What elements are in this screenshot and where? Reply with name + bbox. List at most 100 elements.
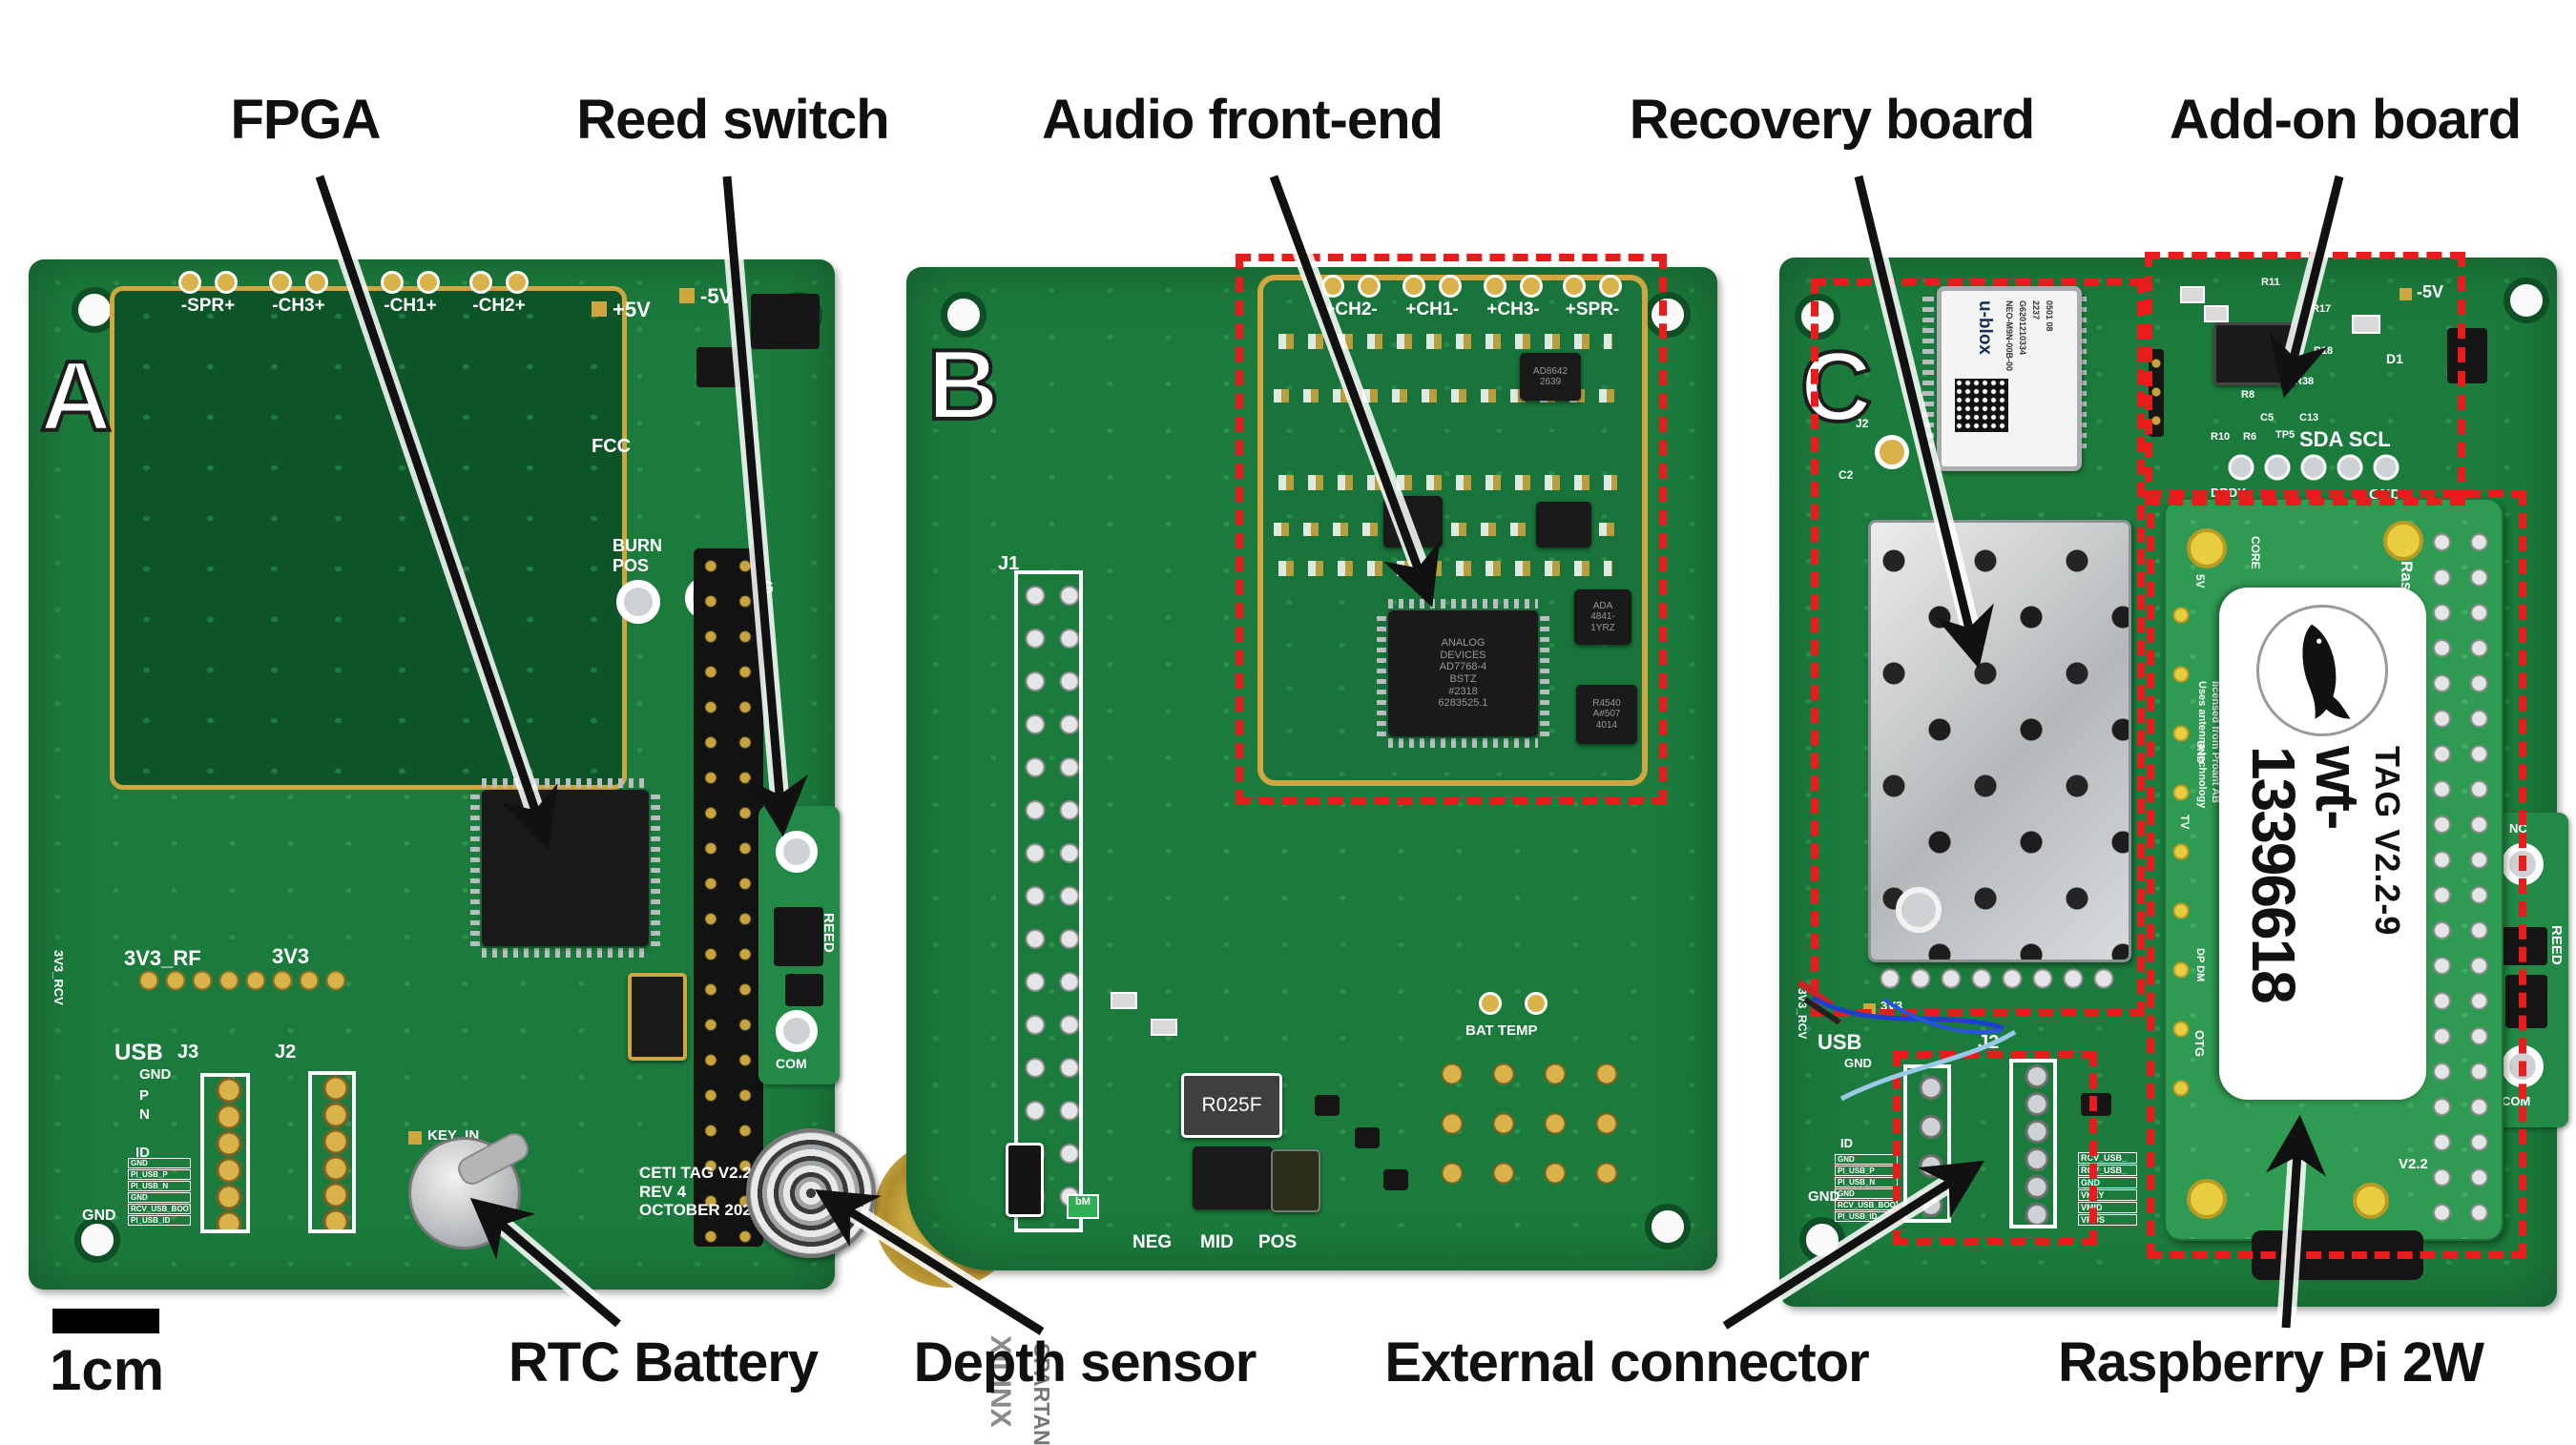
screw-pad [776, 1010, 818, 1052]
raspberry-pi-board: CORE 5V GND TV DP DM OTG Uses antenna te… [2164, 498, 2503, 1280]
whale-icon [2302, 624, 2352, 719]
channel-pad-ch3: -CH3+ [253, 271, 344, 317]
silk-3v3rcv: 3V3_RCV [1796, 988, 1809, 1040]
passive [1151, 1019, 1177, 1036]
mounting-hole [1645, 292, 1691, 338]
screw-pad [776, 831, 818, 873]
adc-pins [1540, 610, 1549, 736]
pin-header [694, 548, 763, 1247]
shield-screw [1896, 887, 1942, 933]
supercap: X200F 16V [1271, 1149, 1320, 1212]
panel-letter-b: B [925, 330, 1001, 441]
temp-pad [1525, 992, 1548, 1015]
label-recovery-board: Recovery board [1629, 89, 2035, 151]
silk-j3: J3 [177, 1042, 199, 1063]
j2-connector [308, 1071, 356, 1233]
silk-gnd-bottom: GND [82, 1208, 116, 1224]
silk-com: COM [776, 1056, 807, 1071]
silk-v22: V2.2 [2399, 1156, 2428, 1172]
channel-pad-ch2: -CH2+ [453, 271, 545, 317]
external-connector-right [2009, 1059, 2057, 1228]
gas-gauge-chip [1193, 1146, 1273, 1209]
silk-3v3rcv: 3V3_RCV [52, 950, 66, 1005]
fpga-pins [482, 948, 649, 958]
corner-pad [2353, 1183, 2389, 1219]
pad-grid [1426, 1049, 1627, 1202]
silk-reed: REED [821, 913, 837, 953]
adc-pins [1388, 738, 1538, 748]
refdes: C5 [2260, 412, 2275, 423]
shunt-resistor: R025F [1181, 1073, 1282, 1138]
silk-d1: D1 [2386, 351, 2403, 366]
silk-3v3: 3V3 [272, 944, 310, 968]
silk-plus5v: +5V [613, 298, 651, 321]
transistor [1315, 1095, 1340, 1116]
label-add-on-board: Add-on board [2169, 89, 2522, 151]
silk-j1: J1 [998, 553, 1020, 574]
corner-pad [2383, 521, 2423, 561]
silk-usb: USB [114, 1040, 163, 1065]
test-pad [592, 301, 607, 317]
whale-logo-icon [2256, 605, 2389, 736]
fpga-chip: XILINX SPARTAN [482, 790, 1054, 1445]
addon-header [2149, 349, 2164, 437]
refdes: R10 [2211, 431, 2231, 443]
inductor [751, 294, 820, 349]
silk-bat-temp: BAT TEMP [1465, 1022, 1538, 1039]
fuse: bM [1067, 1194, 1099, 1219]
depth-sensor [746, 1128, 876, 1258]
label-audio-front-end: Audio front-end [1042, 89, 1444, 151]
silk-j2: J2 [275, 1042, 297, 1063]
adc-pins [1388, 599, 1538, 609]
silk-n: N [139, 1106, 150, 1123]
i2c-pads [2223, 450, 2406, 485]
rail-pads [135, 967, 351, 994]
inductor-4r7: 4R7 [1006, 1143, 1044, 1217]
refdes: R11 [2261, 277, 2280, 288]
highlight-audio-front-end [1236, 254, 1667, 805]
mounting-hole [74, 1217, 120, 1263]
passive [1111, 992, 1137, 1009]
label-raspberry-pi: Raspberry Pi 2W [2058, 1331, 2484, 1393]
label-depth-sensor: Depth sensor [913, 1331, 1257, 1393]
refdes: R6 [2243, 431, 2257, 443]
burn-wire-pad [616, 580, 660, 624]
silk-gnd: GND [139, 1066, 172, 1083]
shield-pad-row [1875, 965, 2121, 992]
mounting-hole [1645, 1204, 1691, 1249]
edge-test-pads [2170, 586, 2192, 1120]
label-rtc-battery: RTC Battery [508, 1331, 819, 1393]
mounting-hole [1799, 1217, 1845, 1263]
inductor [2447, 328, 2487, 383]
tag-id-label: TAG V2.2-9 wt-13396618 [2219, 588, 2426, 1100]
mounting-hole [2503, 278, 2549, 323]
highlight-external-connector [1893, 1051, 2097, 1246]
pad [2399, 288, 2412, 300]
silk-fcc: FCC [592, 436, 632, 457]
j1-connector [1014, 570, 1083, 1232]
silk-minus5v: -5V [2417, 282, 2444, 301]
highlight-recovery-board [1811, 279, 2145, 1017]
channel-pad-spr: -SPR+ [162, 271, 254, 317]
corner-pad [2187, 528, 2227, 568]
corner-pad [2187, 1179, 2227, 1219]
reed-component [785, 974, 823, 1006]
reed-component [774, 907, 823, 966]
mounting-hole [941, 292, 987, 338]
silk-p: P [139, 1087, 150, 1104]
silk-gnd: GND [1844, 1056, 1872, 1070]
gpio-holes [2423, 525, 2498, 1230]
refdes: R8 [2241, 389, 2255, 401]
refdes: TP5 [2275, 429, 2296, 441]
highlight-raspberry-pi [2147, 490, 2526, 1259]
fpga-pins [651, 790, 660, 946]
silk-3v3rf: 3V3_RF [124, 946, 201, 970]
silk-minus5v: -5V [700, 284, 734, 308]
channel-pad-spr: +SPR- [1547, 275, 1638, 320]
channel-pad-ch1: -CH1+ [364, 271, 456, 317]
